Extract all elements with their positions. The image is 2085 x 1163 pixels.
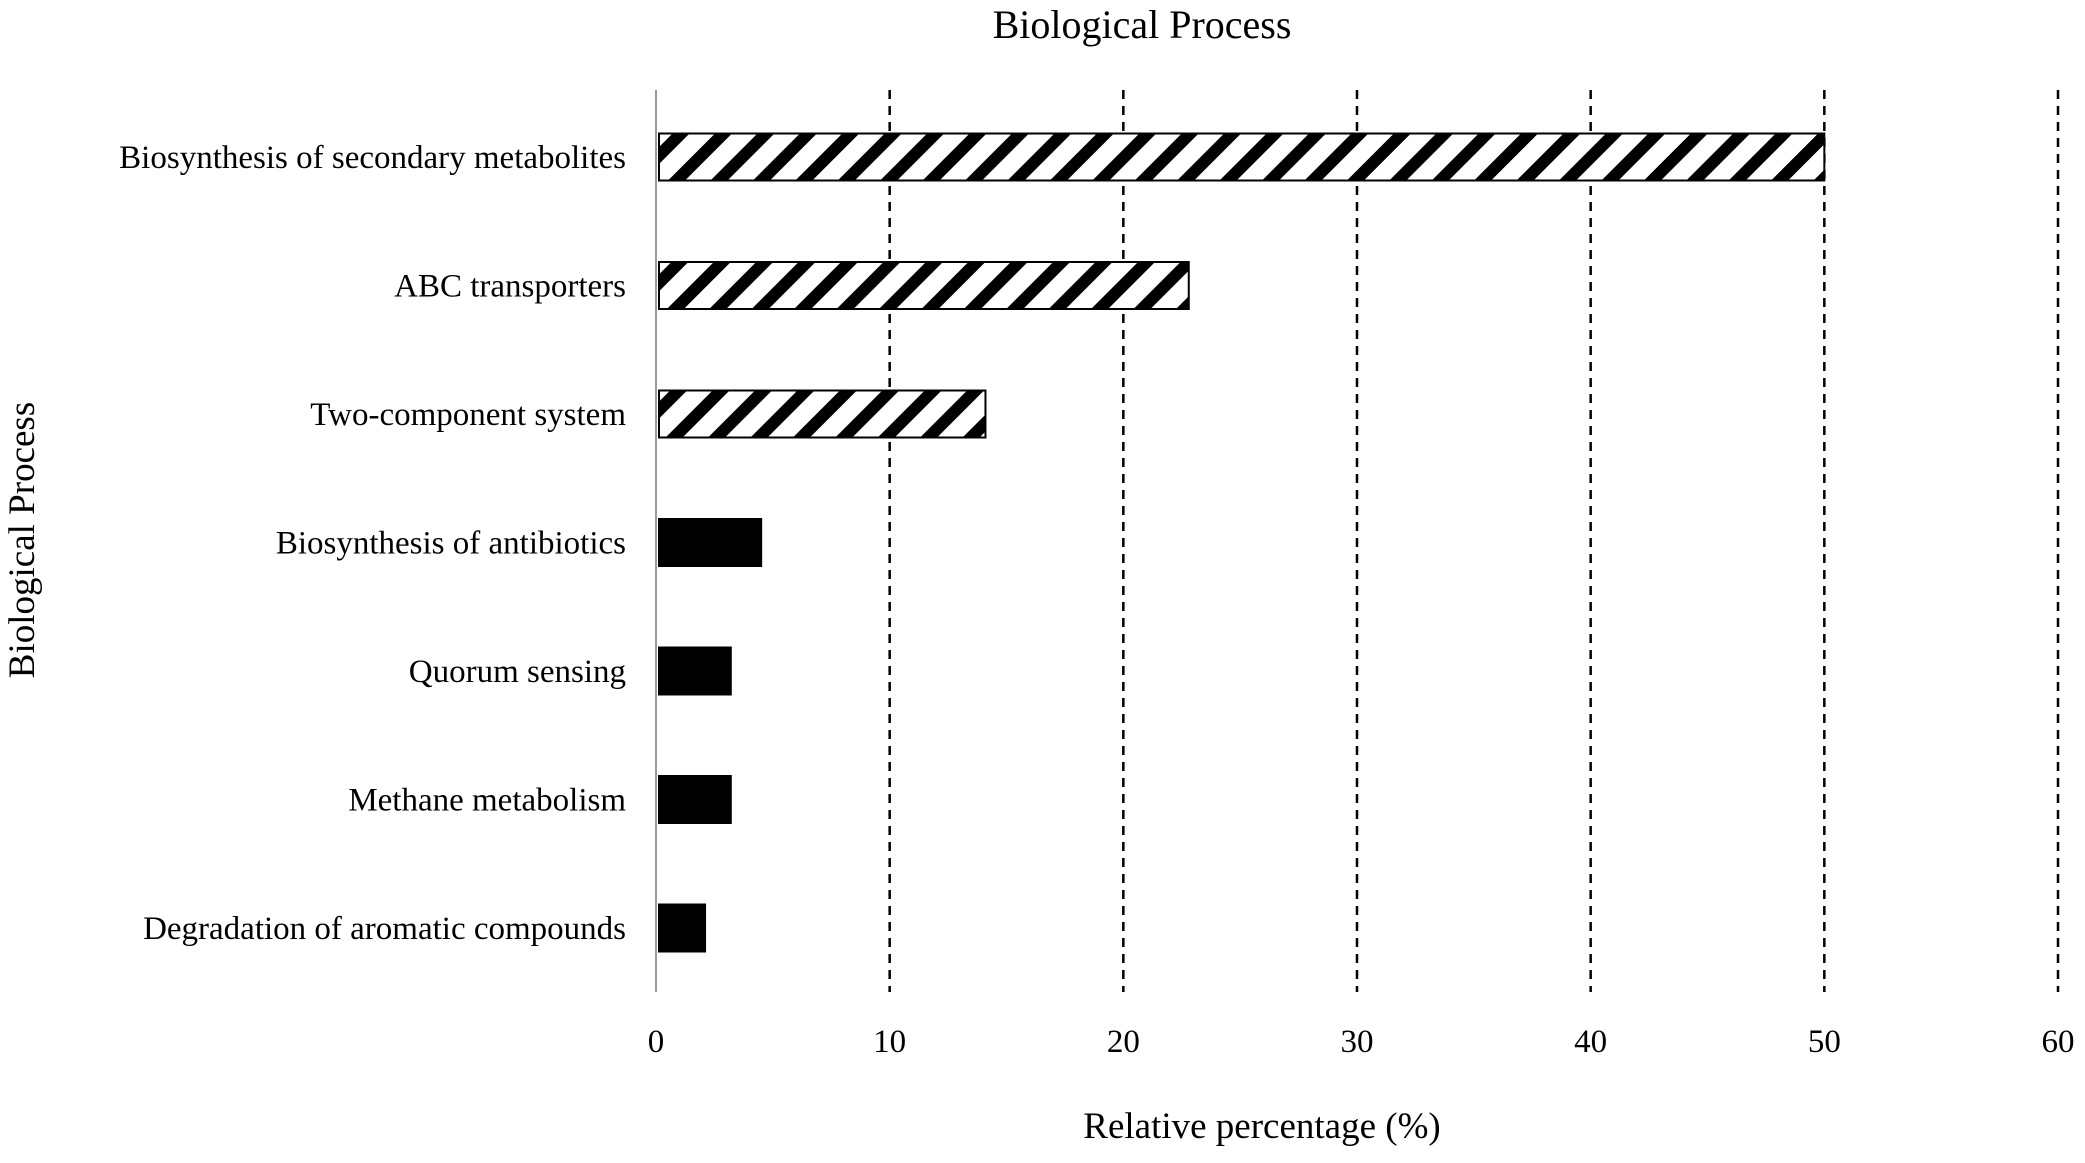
- bar-2: [658, 261, 1190, 310]
- grid-lines: [888, 90, 2060, 992]
- x-tick-labels: 0 10 20 30 40 50 60: [648, 1024, 2075, 1060]
- x-tick-label-0: 0: [648, 1024, 665, 1060]
- x-tick-label-30: 30: [1341, 1024, 1374, 1060]
- x-tick-label-40: 40: [1574, 1024, 1607, 1060]
- bar-1: [658, 132, 1826, 182]
- y-axis-label: Biological Process: [2, 402, 43, 678]
- category-label-6: Methane metabolism: [348, 783, 626, 819]
- bars: [658, 132, 1826, 953]
- x-axis-label: Relative percentage (%): [1083, 1106, 1440, 1147]
- x-tick-label-20: 20: [1107, 1024, 1140, 1060]
- chart-title: Biological Process: [993, 2, 1292, 47]
- category-label-2: ABC transporters: [394, 269, 626, 305]
- category-label-3: Two-component system: [310, 397, 626, 433]
- bar-4: [658, 518, 763, 567]
- category-labels: Biosynthesis of secondary metabolitesABC…: [119, 140, 626, 947]
- x-tick-label-10: 10: [873, 1024, 906, 1060]
- bar-3: [658, 389, 987, 439]
- category-label-7: Degradation of aromatic compounds: [143, 911, 626, 947]
- bar-6: [658, 775, 732, 824]
- bar-5: [658, 646, 732, 696]
- x-tick-label-50: 50: [1808, 1024, 1841, 1060]
- x-tick-label-60: 60: [2042, 1024, 2075, 1060]
- category-label-4: Biosynthesis of antibiotics: [276, 526, 626, 562]
- bar-7: [658, 903, 707, 953]
- category-label-1: Biosynthesis of secondary metabolites: [119, 140, 626, 176]
- category-label-5: Quorum sensing: [409, 654, 626, 690]
